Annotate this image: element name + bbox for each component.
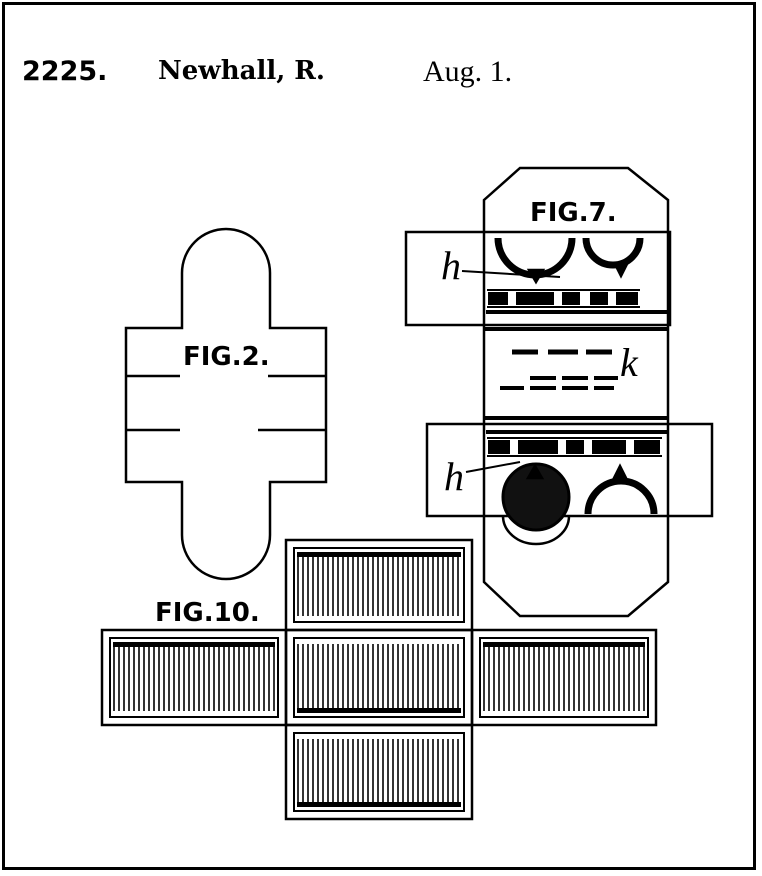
- wreath-pendant: [612, 262, 630, 279]
- wreath-ornament: [582, 237, 644, 269]
- fig7-letter-k: k: [620, 340, 639, 385]
- wreath-ornament-filled: [501, 462, 571, 532]
- hatch-band: [483, 642, 645, 647]
- fig7-leader-line: [465, 461, 521, 473]
- figure-10: [100, 538, 658, 821]
- fig7-letter-h-bottom: h: [444, 454, 464, 499]
- patent-number: 2225.: [22, 56, 108, 87]
- hatch-band: [297, 552, 461, 557]
- hatch-band: [297, 802, 461, 807]
- hatch-band: [297, 708, 461, 713]
- hatch-band: [113, 642, 275, 647]
- fig2-outline: [124, 227, 328, 581]
- fig7-bottom-flap: [425, 422, 714, 518]
- wreath-ring: [501, 515, 571, 546]
- figure-7: [404, 166, 714, 618]
- fig2-label: FIG.2.: [183, 342, 270, 372]
- inventor-name: Newhall, R.: [158, 56, 325, 86]
- fig7-letter-h-top: h: [441, 243, 461, 288]
- figure-2: [124, 227, 328, 581]
- wreath-ornament: [584, 477, 658, 515]
- fig7-top-flap: [404, 230, 672, 327]
- fig10-panel-bottom: [284, 723, 474, 821]
- fig7-outline: [482, 166, 670, 618]
- fig7-leader-line: [461, 270, 561, 278]
- fig10-panel-right: [470, 628, 658, 727]
- fig7-label: FIG.7.: [530, 198, 617, 228]
- patent-date: Aug. 1.: [423, 55, 513, 88]
- fig10-label: FIG.10.: [155, 598, 260, 628]
- fig10-panel-left: [100, 628, 288, 727]
